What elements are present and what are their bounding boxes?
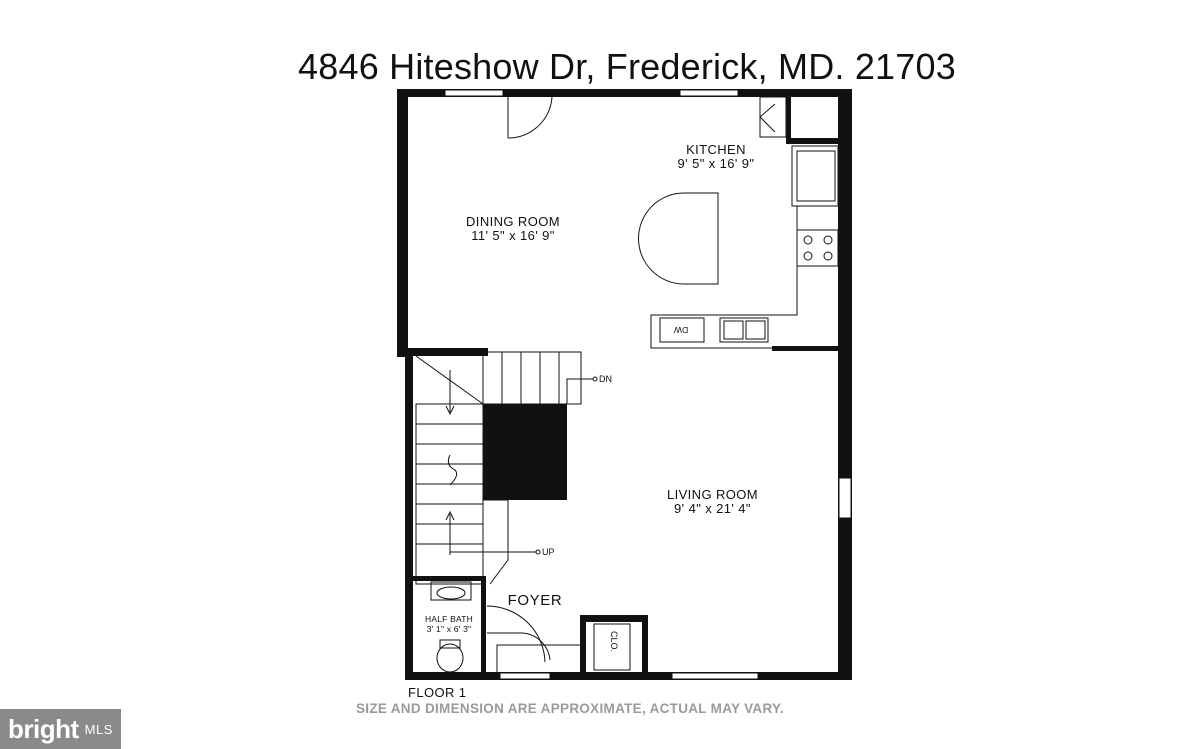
half-bath-name: HALF BATH [425, 614, 473, 624]
stair-opening [483, 404, 567, 500]
closet [580, 615, 648, 675]
living-room-label: LIVING ROOM 9' 4" x 21' 4" [640, 488, 785, 516]
kitchen-label: KITCHEN 9' 5" x 16' 9" [656, 143, 776, 171]
bright-mls-watermark: bright MLS [0, 709, 121, 749]
dining-room-size: 11' 5" x 16' 9" [471, 228, 555, 243]
kitchen-pantry [786, 97, 838, 144]
windows [444, 89, 852, 680]
dishwasher-label: DW [673, 325, 689, 335]
watermark-suffix: MLS [84, 721, 113, 737]
exterior-walls [397, 89, 852, 680]
dining-room-name: DINING ROOM [466, 214, 560, 229]
foyer-label: FOYER [507, 592, 563, 609]
living-room-name: LIVING ROOM [666, 487, 759, 502]
watermark-brand: bright [8, 713, 79, 744]
kitchen-name: KITCHEN [686, 142, 746, 157]
refrigerator [791, 145, 839, 207]
disclaimer: SIZE AND DIMENSION ARE APPROXIMATE, ACTU… [356, 701, 784, 716]
half-bath-size: 3' 1" x 6' 3" [426, 624, 472, 634]
interior-wall [772, 346, 838, 351]
kitchen-counter [650, 206, 838, 349]
dining-room-label: DINING ROOM 11' 5" x 16' 9" [438, 215, 588, 243]
half-bath-label: HALF BATH 3' 1" x 6' 3" [414, 614, 484, 634]
foyer-door [486, 605, 580, 672]
closet-label: CLO. [609, 631, 619, 653]
floor-label: FLOOR 1 [408, 685, 467, 700]
kitchen-island [638, 192, 719, 285]
doors [507, 96, 787, 139]
half-bath-walls [413, 576, 486, 676]
stairs-down-label: DN [599, 374, 612, 384]
bath-fixtures [430, 581, 472, 673]
living-room-size: 9' 4" x 21' 4" [674, 501, 751, 516]
stairs-up-label: UP [542, 547, 555, 557]
page-title: 4846 Hiteshow Dr, Frederick, MD. 21703 [298, 46, 956, 87]
kitchen-size: 9' 5" x 16' 9" [677, 156, 755, 171]
stove [796, 229, 839, 267]
